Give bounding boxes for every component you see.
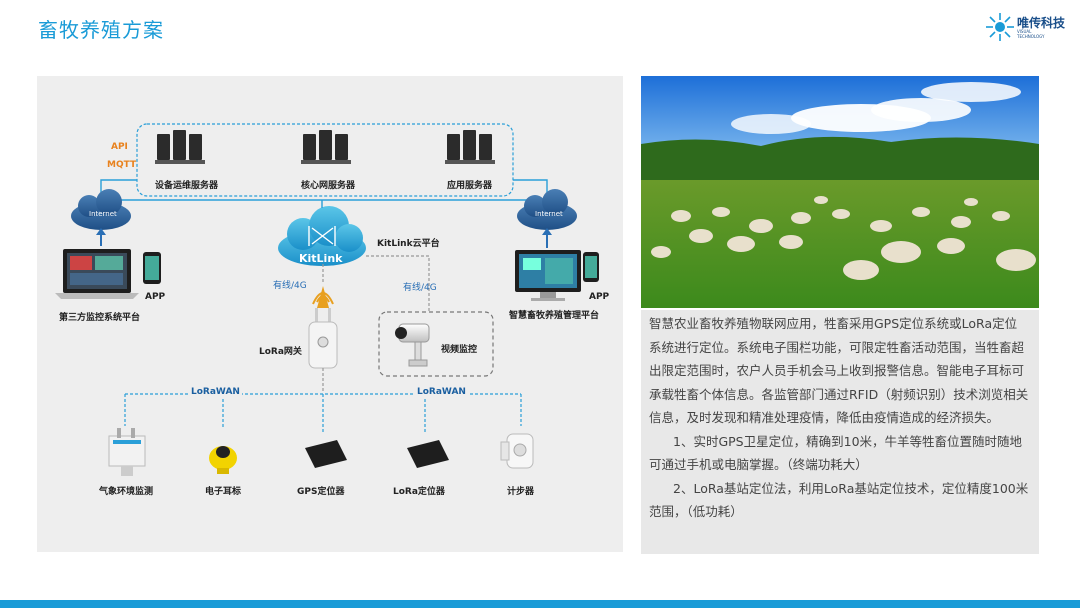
monitor-icon-right — [515, 250, 581, 301]
laptop-icon-left — [55, 249, 139, 299]
internet-label-right: Internet — [535, 210, 563, 218]
server-label-ops: 设备运维服务器 — [155, 178, 218, 191]
app-label-right: APP — [589, 292, 609, 302]
mqtt-label: MQTT — [107, 160, 136, 170]
wired-4g-label-right: 有线/4G — [403, 280, 437, 293]
api-label: API — [111, 142, 128, 152]
app-label-left: APP — [145, 292, 165, 302]
camera-label: 视频监控 — [441, 342, 477, 355]
description-intro: 智慧农业畜牧养殖物联网应用，牲畜采用GPS定位系统或LoRa定位系统进行定位。系… — [649, 312, 1029, 430]
server-label-app: 应用服务器 — [447, 178, 492, 191]
architecture-diagram: API MQTT 设备运维服务器 核心网服务器 应用服务器 Internet I… — [37, 76, 623, 552]
pasture-photo — [641, 76, 1039, 308]
platform-label-right: 智慧畜牧养殖管理平台 — [509, 308, 599, 321]
phone-icon-right — [583, 252, 599, 282]
device-label-gps: GPS定位器 — [297, 484, 344, 497]
weather-station-icon — [109, 428, 145, 476]
lora-gateway-icon — [309, 308, 337, 368]
phone-icon-left — [143, 252, 161, 284]
camera-icon — [395, 324, 429, 366]
lora-locator-icon — [407, 440, 449, 468]
signal-antenna-icon — [313, 286, 333, 308]
page-title: 畜牧养殖方案 — [38, 14, 164, 43]
pedometer-icon — [501, 434, 533, 468]
device-label-pedometer: 计步器 — [507, 484, 534, 497]
lora-gateway-label: LoRa网关 — [259, 344, 302, 357]
logo-subtitle: VISUAL TECHNOLOGY — [1017, 29, 1057, 39]
gps-tracker-icon — [305, 440, 347, 468]
lorawan-label-right: LoRaWAN — [415, 387, 468, 397]
kitlink-logo-text: KitLink — [299, 252, 342, 265]
internet-label-left: Internet — [89, 210, 117, 218]
device-label-weather: 气象环境监测 — [99, 484, 153, 497]
wired-4g-label-left: 有线/4G — [273, 278, 307, 291]
description-panel: 智慧农业畜牧养殖物联网应用，牲畜采用GPS定位系统或LoRa定位系统进行定位。系… — [641, 310, 1039, 554]
description-point-1: 1、实时GPS卫星定位，精确到10米，牛羊等牲畜位置随时随地可通过手机或电脑掌握… — [649, 430, 1029, 477]
platform-label-left: 第三方监控系统平台 — [59, 310, 140, 323]
device-label-lora-locator: LoRa定位器 — [393, 484, 445, 497]
server-icon-1 — [155, 130, 205, 164]
ear-tag-icon — [209, 446, 237, 474]
lorawan-label-left: LoRaWAN — [189, 387, 242, 397]
device-label-eartag: 电子耳标 — [205, 484, 241, 497]
server-icon-3 — [445, 130, 495, 164]
server-icon-2 — [301, 130, 351, 164]
kitlink-caption: KitLink云平台 — [377, 236, 440, 249]
server-label-core: 核心网服务器 — [301, 178, 355, 191]
description-point-2: 2、LoRa基站定位法，利用LoRa基站定位技术，定位精度100米范围，（低功耗… — [649, 477, 1029, 524]
footer-bar — [0, 600, 1080, 608]
